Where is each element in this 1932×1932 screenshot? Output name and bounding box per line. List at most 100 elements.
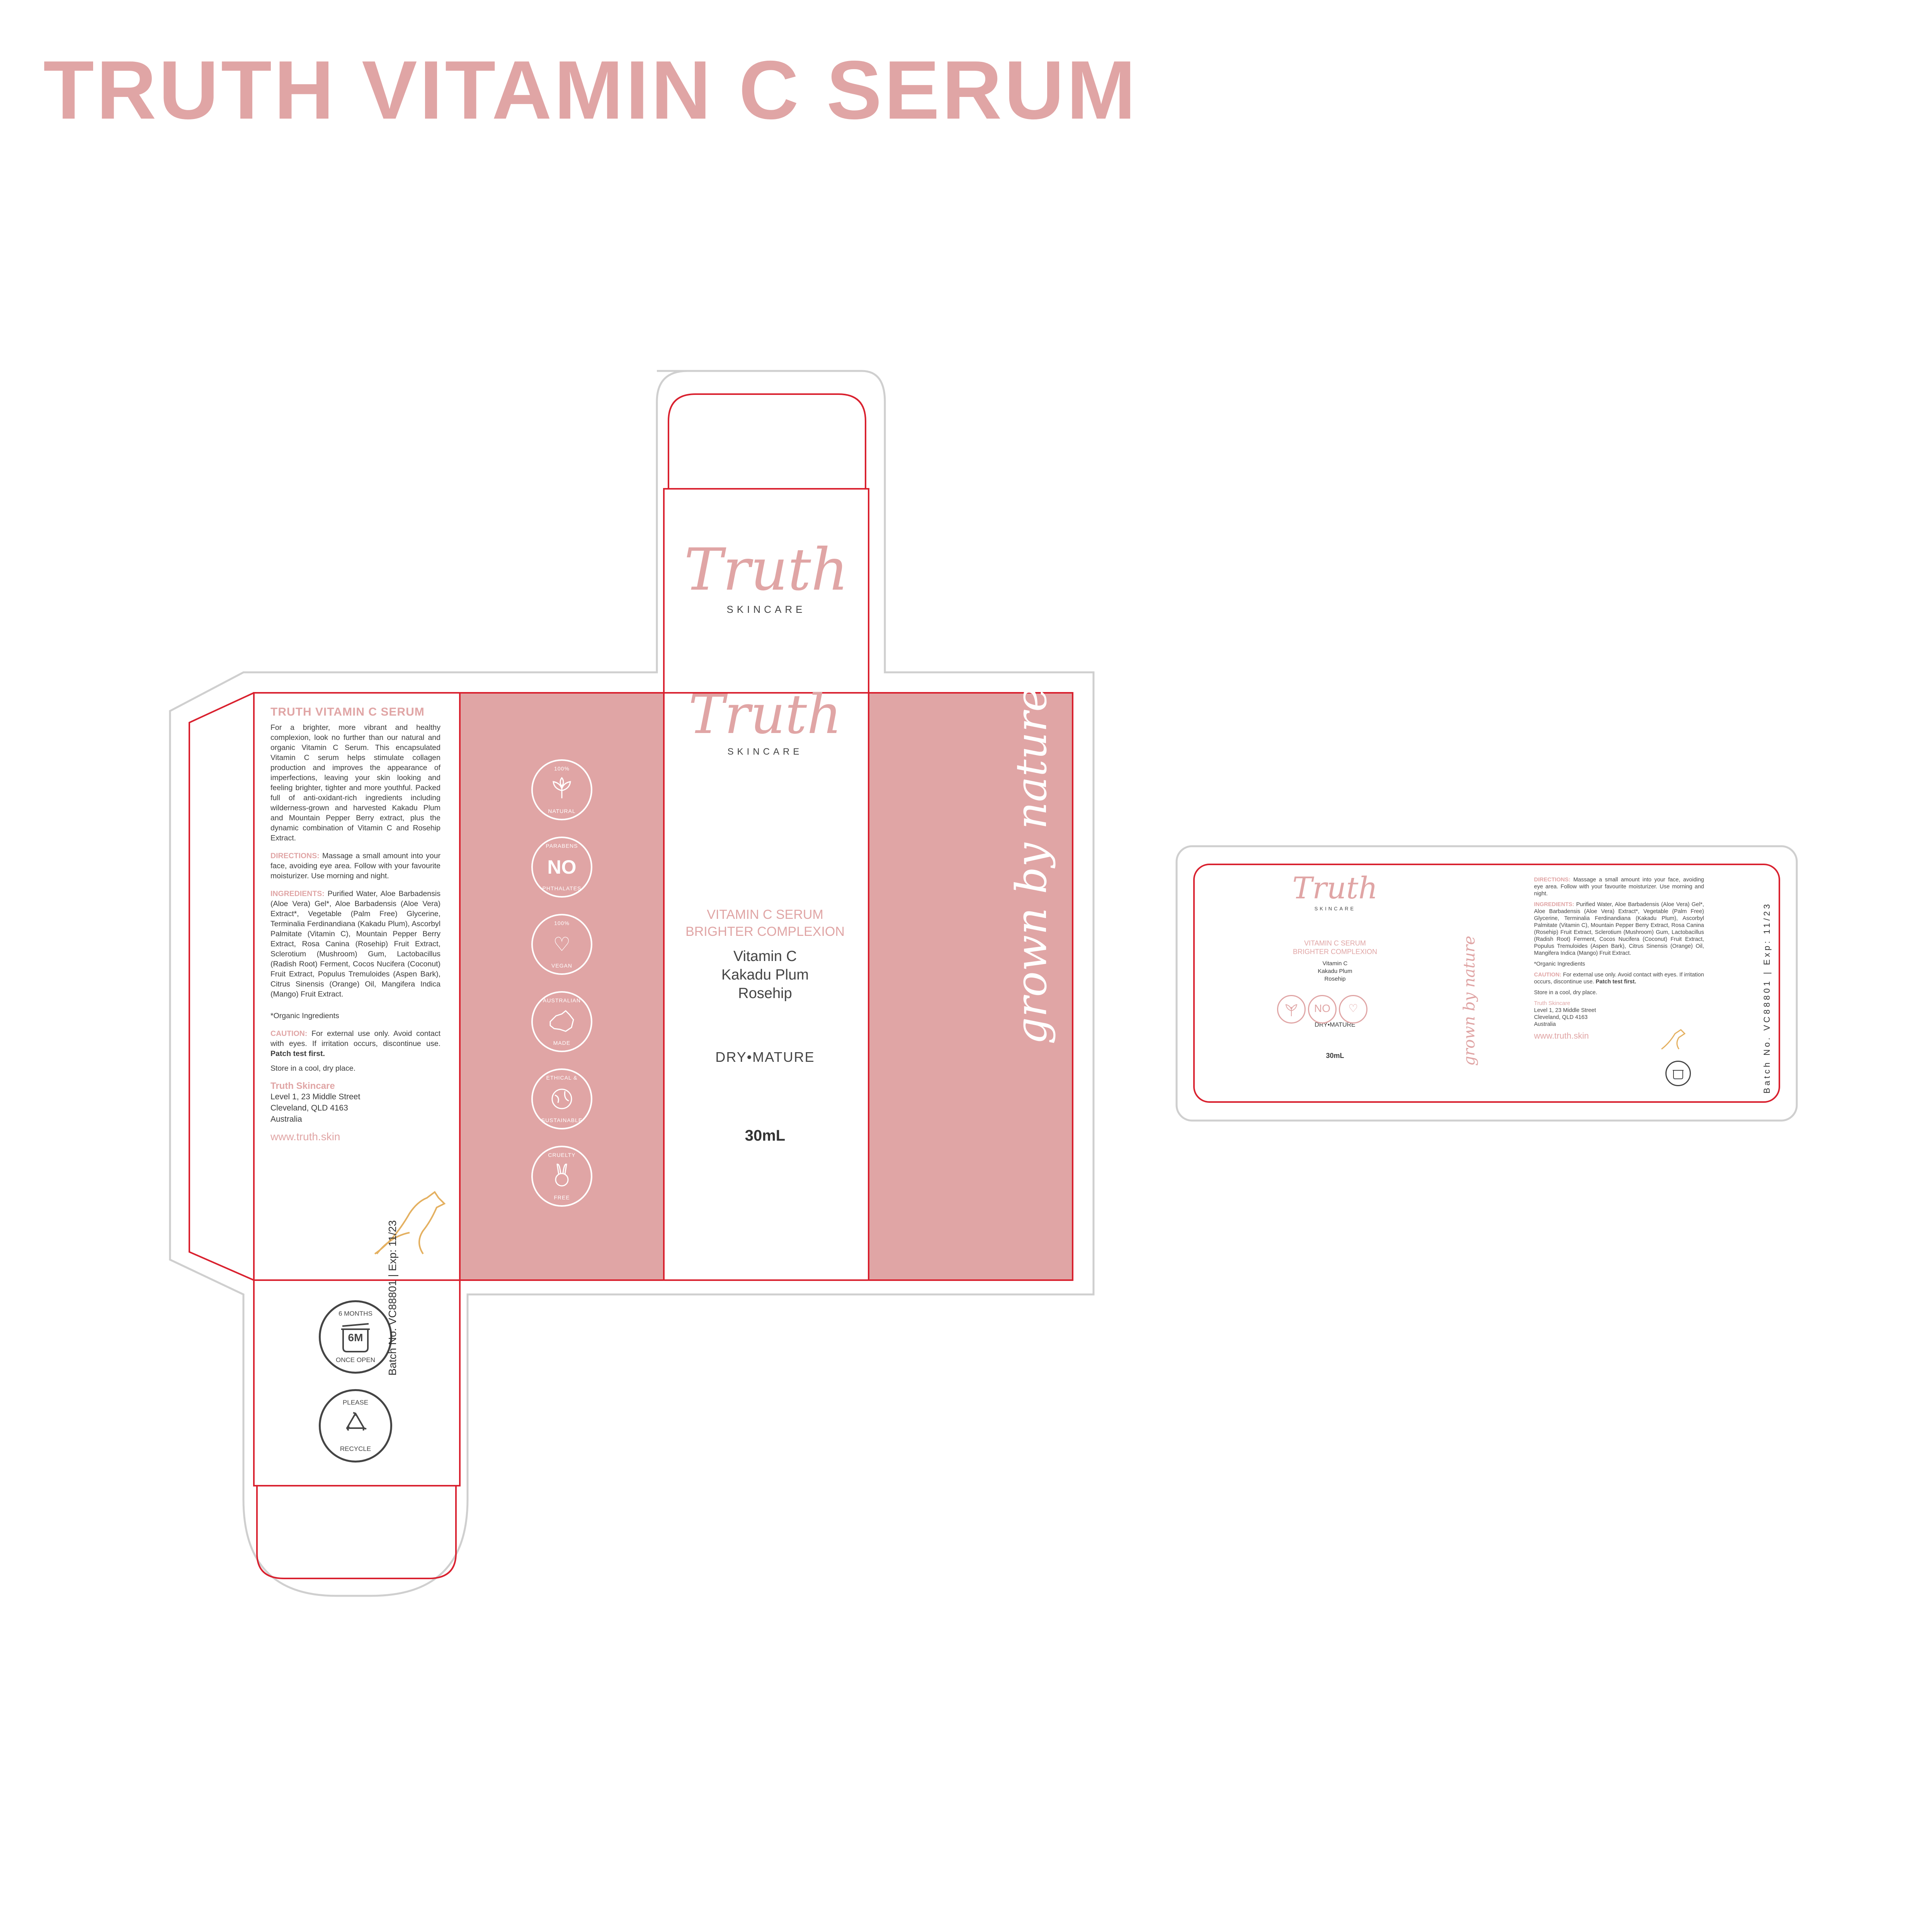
ingredients-label: INGREDIENTS: — [270, 889, 325, 898]
address-line: Level 1, 23 Middle Street — [270, 1092, 361, 1101]
pao-value: 6M — [348, 1332, 363, 1344]
top-flap — [663, 488, 869, 693]
tagline-panel — [869, 693, 1073, 1280]
batch-number: Batch No. VC88801 | Exp: 11/23 — [386, 1220, 398, 1376]
label-badge-natural — [1277, 995, 1306, 1024]
caution-block: CAUTION: For external use only. Avoid co… — [270, 1029, 440, 1059]
pao-symbol: 6 MONTHS 6M ONCE OPEN — [319, 1300, 392, 1374]
directions-label: DIRECTIONS: — [270, 852, 320, 860]
label-kangaroo-icon — [1661, 1029, 1686, 1050]
badge-bottom-text: PHTHALATES — [542, 885, 582, 891]
website-link[interactable]: www.truth.skin — [1534, 1031, 1589, 1041]
company-name: Truth Skincare — [1534, 1000, 1570, 1007]
rabbit-icon — [555, 1163, 569, 1187]
top-tuck — [668, 393, 866, 489]
badge-cruelty-free: CRUELTY FREE — [531, 1146, 592, 1207]
logo-subtitle: SKINCARE — [727, 747, 803, 757]
leaf-icon — [1285, 1004, 1298, 1016]
badge-no-text: NO — [547, 856, 577, 878]
caution-label: CAUTION: — [270, 1029, 308, 1038]
glue-flap — [189, 692, 254, 1281]
logo-subtitle: SKINCARE — [726, 604, 806, 615]
address-line: Cleveland, QLD 4163 — [270, 1104, 348, 1112]
australia-map-icon — [549, 1010, 574, 1032]
side-panel-title: TRUTH VITAMIN C SERUM — [270, 706, 425, 718]
front-volume: 30mL — [745, 1127, 786, 1144]
badge-ethical: ETHICAL & SUSTAINABLE — [531, 1068, 592, 1129]
label-badge-no-text: NO — [1314, 1002, 1330, 1014]
badge-bottom-text: MADE — [553, 1040, 571, 1046]
badge-top-text: CRUELTY — [548, 1152, 576, 1158]
badge-natural: 100% NATURAL — [531, 759, 592, 820]
top-flap-logo: Truth SKINCARE — [664, 541, 869, 616]
pao-top-text: 6 MONTHS — [338, 1310, 372, 1317]
logo-wordmark: Truth — [1292, 871, 1378, 906]
badge-top-text: AUSTRALIAN — [543, 997, 581, 1003]
caution-text: For external use only. Avoid contact wit… — [1534, 972, 1704, 985]
badge-australian-made: AUSTRALIAN MADE — [531, 991, 592, 1052]
caution-bold: Patch test first. — [1595, 979, 1636, 985]
recycle-icon — [346, 1412, 367, 1431]
label-inner — [1193, 864, 1780, 1103]
recycle-bottom-text: RECYCLE — [340, 1445, 371, 1452]
label-product-info: VITAMIN C SERUM BRIGHTER COMPLEXION Vita… — [1271, 939, 1399, 1060]
storage-note: Store in a cool, dry place. — [270, 1064, 356, 1073]
heart-icon: ♡ — [1348, 1002, 1358, 1014]
label-ingredient: Kakadu Plum — [1318, 968, 1352, 975]
directions-label: DIRECTIONS: — [1534, 877, 1571, 883]
pao-bottom-text: ONCE OPEN — [335, 1356, 376, 1364]
address-line: Cleveland, QLD 4163 — [1534, 1014, 1588, 1020]
front-ingredient: Kakadu Plum — [721, 967, 809, 983]
badge-bottom-text: NATURAL — [548, 808, 576, 814]
address-line: Level 1, 23 Middle Street — [1534, 1007, 1596, 1014]
jar-icon — [1673, 1070, 1684, 1079]
logo-subtitle: SKINCARE — [1314, 906, 1356, 912]
label-badge-no: NO — [1308, 995, 1337, 1024]
label-ingredients: INGREDIENTS: Purified Water, Aloe Barbad… — [1534, 901, 1704, 957]
label-outer — [1175, 845, 1798, 1122]
company-name: Truth Skincare — [270, 1081, 335, 1091]
ingredients-text: Purified Water, Aloe Barbadensis (Aloe V… — [270, 889, 440, 998]
front-product-name: VITAMIN C SERUM — [707, 907, 823, 922]
directions-block: DIRECTIONS: Massage a small amount into … — [270, 851, 440, 881]
organic-note: *Organic Ingredients — [270, 1012, 339, 1020]
logo-wordmark: Truth — [684, 536, 849, 604]
recycle-symbol: PLEASE RECYCLE — [319, 1389, 392, 1463]
front-skin-type: DRY•MATURE — [715, 1049, 815, 1065]
jar-icon — [341, 1323, 370, 1352]
product-description: For a brighter, more vibrant and healthy… — [270, 723, 440, 842]
address-line: Australia — [1534, 1021, 1556, 1027]
bottom-tuck — [256, 1486, 457, 1579]
website-link[interactable]: www.truth.skin — [270, 1131, 340, 1143]
badge-bottom-text: FREE — [554, 1194, 570, 1201]
front-ingredient: Vitamin C — [733, 948, 797, 964]
badge-top-text: 100% — [554, 920, 570, 926]
caution-text: For external use only. Avoid contact wit… — [270, 1029, 440, 1048]
badge-bottom-text: SUSTAINABLE — [541, 1117, 583, 1123]
badge-top-text: ETHICAL & — [546, 1075, 578, 1081]
box-outer-outline — [169, 370, 1095, 1597]
label-pao-icon — [1665, 1061, 1691, 1086]
address-line: Australia — [270, 1115, 302, 1124]
tagline: grown by nature — [1007, 687, 1056, 1044]
front-panel: Truth SKINCARE VITAMIN C SERUM BRIGHTER … — [665, 688, 866, 1145]
label-ingredient: Rosehip — [1324, 976, 1346, 982]
badge-top-text: PARABENS — [546, 843, 578, 849]
badge-top-text: 100% — [554, 765, 570, 772]
label-directions: DIRECTIONS: Massage a small amount into … — [1534, 876, 1704, 897]
label-product-name: VITAMIN C SERUM — [1304, 939, 1366, 947]
ingredients-label: INGREDIENTS: — [1534, 901, 1574, 908]
logo-wordmark: Truth — [688, 683, 842, 746]
badge-no-parabens: PARABENS NO PHTHALATES — [531, 837, 592, 898]
directions-text: Massage a small amount into your face, a… — [270, 852, 440, 880]
front-ingredient: Rosehip — [738, 985, 792, 1002]
heart-icon: ♡ — [553, 934, 571, 955]
organic-note: *Organic Ingredients — [1534, 961, 1585, 967]
storage-note: Store in a cool, dry place. — [1534, 990, 1597, 996]
badge-bottom-text: VEGAN — [551, 963, 572, 969]
caution-bold: Patch test first. — [270, 1049, 325, 1058]
side-info-panel: TRUTH VITAMIN C SERUM For a brighter, mo… — [270, 706, 440, 1143]
label-tagline: grown by nature — [1461, 935, 1478, 1066]
badge-vegan: 100% ♡ VEGAN — [531, 914, 592, 975]
label-batch-number: Batch No. VC88801 | Exp: 11/23 — [1762, 902, 1772, 1094]
